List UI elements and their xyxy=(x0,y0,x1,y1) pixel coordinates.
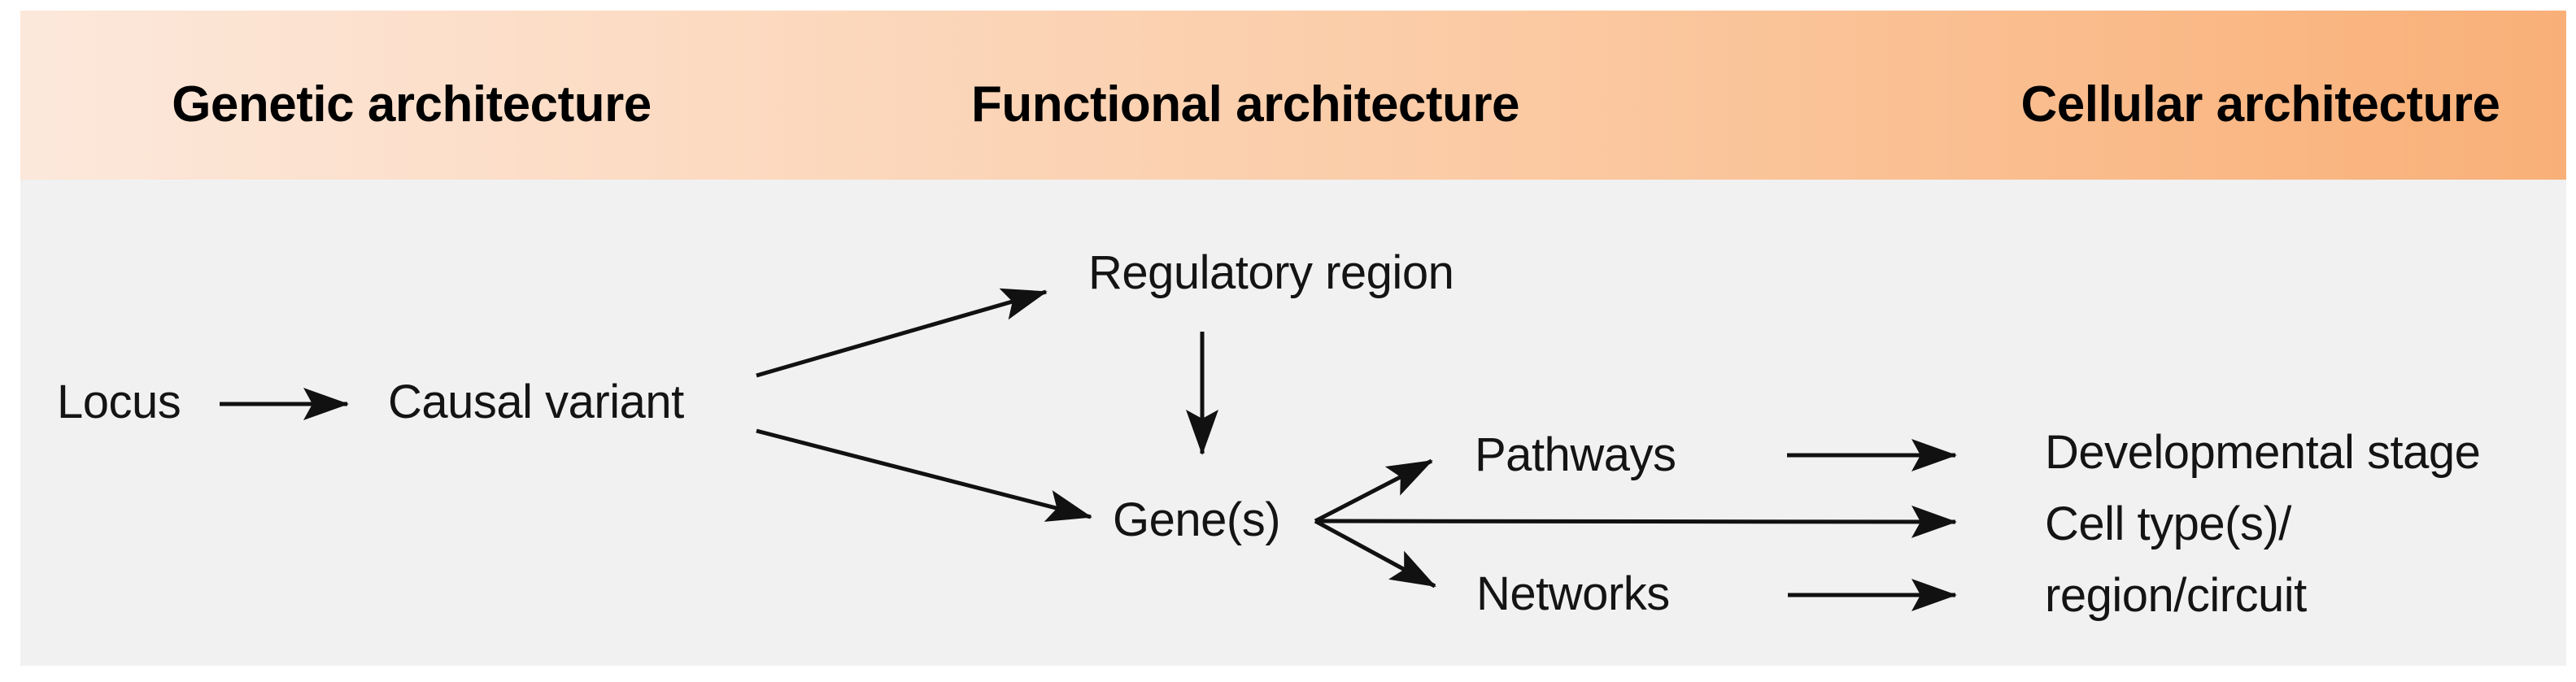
node-locus: Locus xyxy=(57,376,181,428)
header-band: Genetic architecture Functional architec… xyxy=(20,11,2566,180)
node-regulatory-region: Regulatory region xyxy=(1088,246,1454,299)
node-developmental-stage: Developmental stage xyxy=(2045,426,2481,479)
header-functional-architecture: Functional architecture xyxy=(970,76,1520,132)
arrow-causal-variant-to-genes xyxy=(756,428,1092,522)
node-pathways: Pathways xyxy=(1475,428,1676,481)
node-networks: Networks xyxy=(1476,567,1670,620)
header-cellular-architecture: Cellular architecture xyxy=(2020,76,2500,132)
node-cell-types-line2: region/circuit xyxy=(2045,569,2307,622)
node-genes: Gene(s) xyxy=(1113,493,1281,546)
arrow-genes-to-cell-types xyxy=(1314,505,1957,538)
diagram-body xyxy=(20,180,2566,666)
arrow-genes-to-networks xyxy=(1314,519,1436,589)
node-cellular-outcomes: Developmental stage Cell type(s)/ region… xyxy=(2045,417,2481,632)
node-cell-types-line1: Cell type(s)/ xyxy=(2045,497,2291,550)
arrow-genes-to-pathways xyxy=(1314,458,1433,523)
node-causal-variant: Causal variant xyxy=(388,376,684,428)
header-genetic-architecture: Genetic architecture xyxy=(172,76,652,132)
arrow-causal-variant-to-regulatory-region xyxy=(756,288,1048,378)
